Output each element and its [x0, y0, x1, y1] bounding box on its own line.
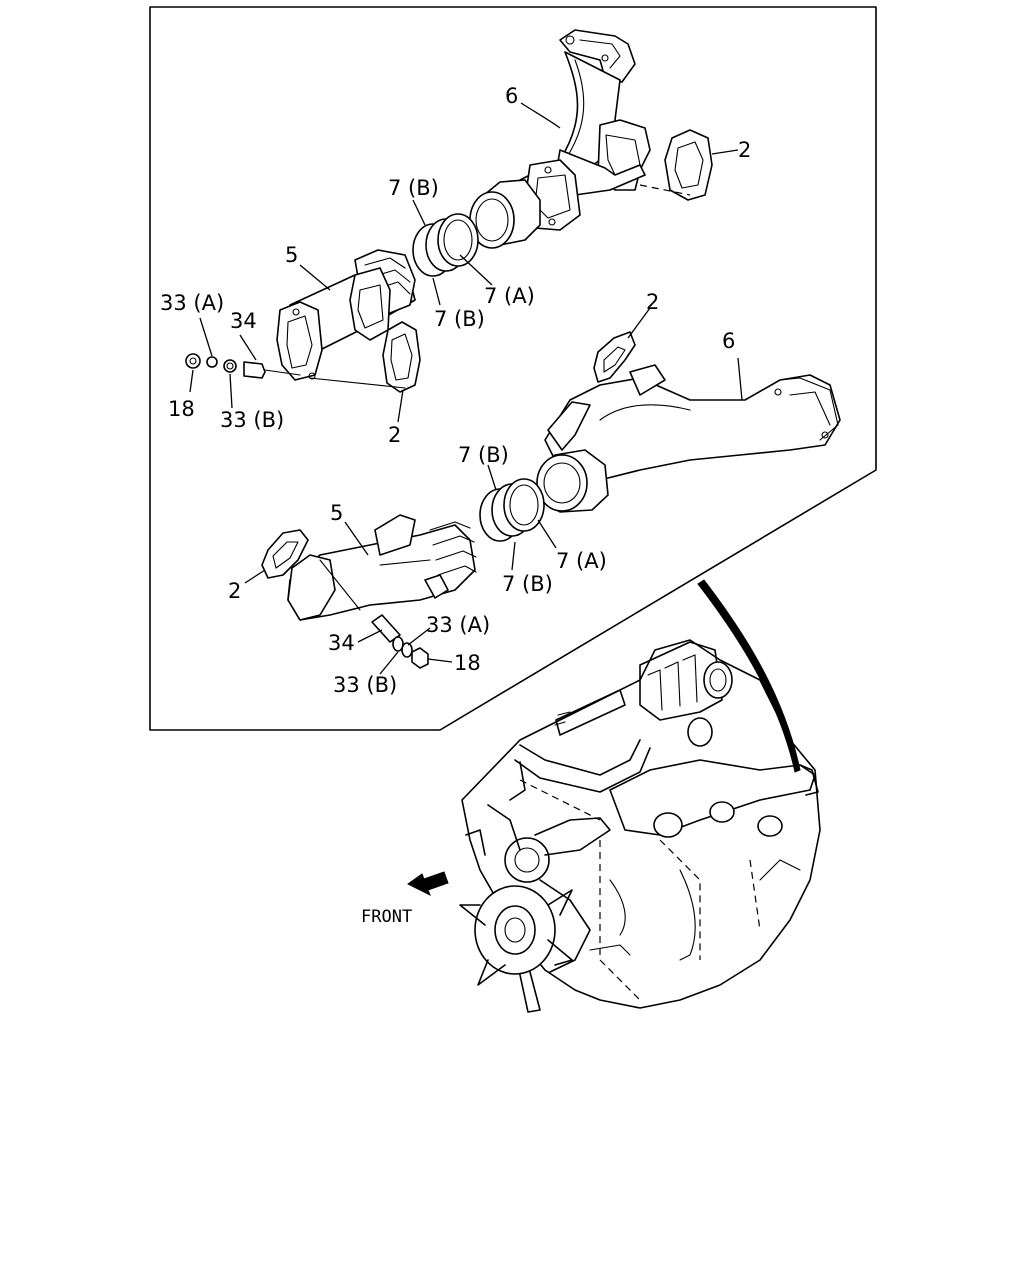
- lower-exhaust-manifold-5: [287, 514, 477, 621]
- callout-2-low: 2: [228, 579, 241, 603]
- callout-33b-left: 33 (B): [220, 408, 284, 432]
- lower-gasket-left: [261, 529, 309, 579]
- location-pointer-arc: [697, 579, 801, 773]
- engine-overview: [459, 639, 821, 1013]
- callout-34-low: 34: [328, 631, 355, 655]
- lower-exhaust-pipe-6: [544, 364, 841, 481]
- callout-5-top: 5: [285, 243, 298, 267]
- front-label: FRONT: [361, 907, 412, 927]
- callout-18-left: 18: [168, 397, 195, 421]
- lower-gasket-upper-right: [593, 331, 636, 383]
- callout-labels: 6 2 7 (B) 5 7 (A) 7 (B) 33 (A) 34 18 33 …: [160, 84, 751, 697]
- upper-gasket-left: [309, 321, 421, 393]
- callout-33b-low: 33 (B): [333, 673, 397, 697]
- callout-5-low: 5: [330, 501, 343, 525]
- callout-7a-low: 7 (A): [556, 549, 607, 573]
- callout-34-left: 34: [230, 309, 257, 333]
- callout-33a-left: 33 (A): [160, 291, 224, 315]
- callout-7b-low-lower: 7 (B): [502, 572, 553, 596]
- upper-piston-rings-7: [412, 213, 479, 277]
- lower-piston-rings-7: [479, 478, 545, 542]
- callout-2-right: 2: [646, 290, 659, 314]
- callout-18-low: 18: [454, 651, 481, 675]
- callout-7b-low: 7 (B): [458, 443, 509, 467]
- front-arrow-icon: [407, 871, 449, 897]
- upper-stud-bolt-set: [185, 353, 301, 379]
- leader-lines: [189, 102, 743, 675]
- lower-ring-sleeve: [536, 449, 609, 513]
- callout-6-right: 6: [722, 329, 735, 353]
- callout-7a-top: 7 (A): [484, 284, 535, 308]
- lower-stud-bolt-set: [371, 614, 429, 669]
- upper-exhaust-manifold-5: [276, 249, 416, 381]
- callout-7b-top-lower: 7 (B): [434, 307, 485, 331]
- upper-gasket-right: [639, 129, 713, 201]
- callout-6-top: 6: [505, 84, 518, 108]
- inset-frame: [149, 6, 877, 731]
- upper-ring-sleeve: [469, 179, 541, 249]
- front-direction-indicator: FRONT: [361, 871, 449, 927]
- callout-2-mid: 2: [388, 423, 401, 447]
- callout-7b-top: 7 (B): [388, 176, 439, 200]
- callout-2-top: 2: [738, 138, 751, 162]
- callout-33a-low: 33 (A): [426, 613, 490, 637]
